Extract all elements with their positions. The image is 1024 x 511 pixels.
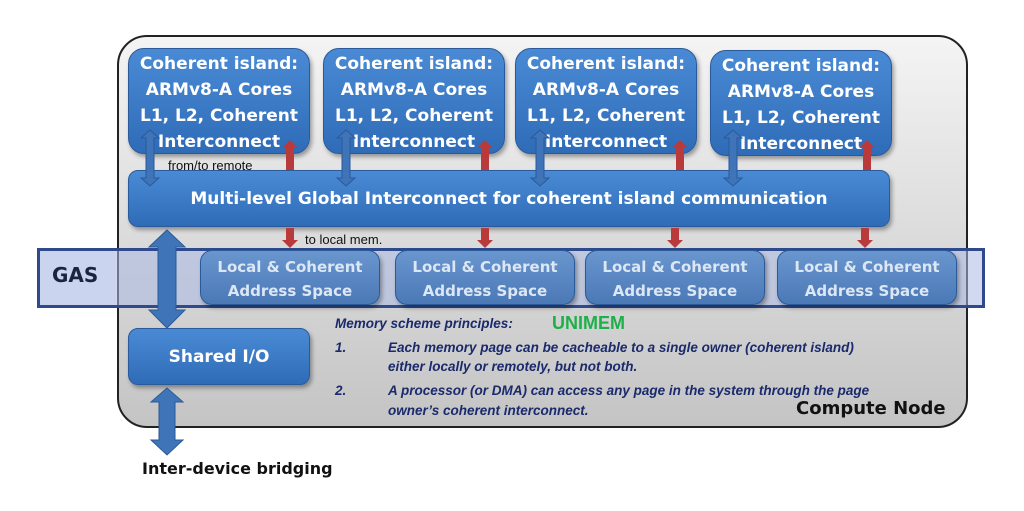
- island-line: Coherent island:: [334, 54, 494, 74]
- item-text: owner’s coherent interconnect.: [388, 403, 589, 418]
- local-line: Local & Coherent: [412, 258, 558, 276]
- item-text: either locally or remotely, but not both…: [388, 359, 638, 374]
- island-line: ARMv8-A Cores: [532, 80, 680, 100]
- memory-scheme-title: Memory scheme principles:: [335, 316, 513, 331]
- item-text: A processor (or DMA) can access any page…: [388, 383, 870, 398]
- island-line: L1, L2, Coherent: [334, 106, 493, 126]
- unimem-label: UNIMEM: [552, 313, 625, 333]
- island-line: Interconnect: [352, 132, 476, 152]
- from-to-remote-label: from/to remote: [168, 158, 253, 173]
- global-interconnect: Multi-level Global Interconnect for cohe…: [128, 170, 890, 227]
- gas-label-box: [40, 251, 116, 305]
- local-line: Address Space: [422, 282, 548, 300]
- item-number: 1.: [335, 340, 347, 355]
- local-line: Address Space: [612, 282, 738, 300]
- item-number: 2.: [335, 383, 347, 398]
- local-line: Address Space: [227, 282, 353, 300]
- gas-label: GAS: [52, 263, 99, 287]
- island-line: ARMv8-A Cores: [727, 82, 875, 102]
- island-line: Interconnect: [544, 132, 668, 152]
- shared-io: Shared I/O: [128, 328, 310, 385]
- island-line: Interconnect: [157, 132, 281, 152]
- island-line: L1, L2, Coherent: [526, 106, 685, 126]
- island-line: Coherent island:: [721, 56, 881, 76]
- compute-node-label: Compute Node: [796, 398, 946, 419]
- bridging-label: Inter-device bridging: [142, 459, 333, 478]
- item-text: Each memory page can be cacheable to a s…: [388, 340, 854, 355]
- island-line: ARMv8-A Cores: [145, 80, 293, 100]
- island-line: Coherent island:: [526, 54, 686, 74]
- island-line: ARMv8-A Cores: [340, 80, 488, 100]
- island-line: L1, L2, Coherent: [721, 108, 880, 128]
- island-line: Interconnect: [739, 134, 863, 154]
- local-line: Address Space: [804, 282, 930, 300]
- local-line: Local & Coherent: [794, 258, 940, 276]
- to-local-mem-label: to local mem.: [305, 232, 383, 247]
- local-line: Local & Coherent: [602, 258, 748, 276]
- local-line: Local & Coherent: [217, 258, 363, 276]
- island-line: Coherent island:: [139, 54, 299, 74]
- island-line: L1, L2, Coherent: [139, 106, 298, 126]
